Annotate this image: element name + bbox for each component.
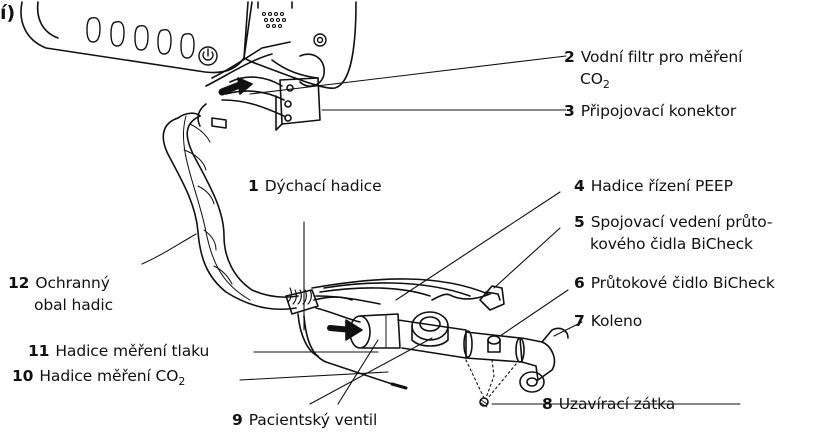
- ventilator-device: [21, 2, 356, 88]
- connector-block: [276, 54, 324, 130]
- label-12-line2: obal hadic: [34, 295, 113, 315]
- protective-sleeve: [163, 113, 318, 314]
- label-2-line2: CO2: [580, 69, 610, 95]
- elbow: [520, 328, 568, 392]
- label-5-line2: kového čidla BiCheck: [590, 234, 753, 254]
- flow-sensor: [464, 331, 524, 362]
- bicheck-connector-clip: [480, 286, 504, 310]
- figure-tag: í): [0, 2, 15, 24]
